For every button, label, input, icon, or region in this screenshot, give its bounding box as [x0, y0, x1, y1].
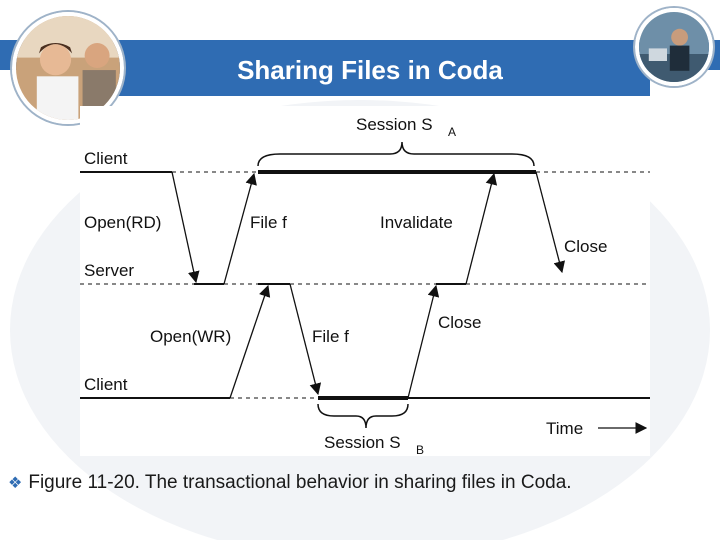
- session-a-subscript: A: [448, 125, 456, 139]
- msg-invalidate: Invalidate: [380, 213, 453, 232]
- figure-caption: ❖ Figure 11-20. The transactional behavio…: [8, 472, 720, 494]
- msg-close-2: Close: [438, 313, 481, 332]
- arrow-close-1: [535, 171, 566, 274]
- people-photo-image: [16, 16, 120, 120]
- msg-file-f-2: File f: [312, 327, 349, 346]
- lane-label-client-top: Client: [84, 149, 128, 168]
- session-b-subscript: B: [416, 443, 424, 456]
- msg-open-wr: Open(WR): [150, 327, 231, 346]
- msg-open-rd: Open(RD): [84, 213, 161, 232]
- arrow-file-f-2: [289, 283, 322, 396]
- office-photo-image: [639, 12, 709, 82]
- arrow-open-wr: [229, 284, 271, 399]
- lane-label-client-bottom: Client: [84, 375, 128, 394]
- session-b-label: Session S: [324, 433, 401, 452]
- diagram-svg: Session S A Client Server Client: [80, 115, 650, 456]
- diamond-bullet-icon: ❖: [8, 475, 23, 492]
- msg-close-1: Close: [564, 237, 607, 256]
- title-bar: Sharing Files in Coda: [70, 44, 650, 96]
- arrow-invalidate: [465, 172, 498, 285]
- arrow-open-rd: [171, 171, 200, 284]
- msg-file-f-1: File f: [250, 213, 287, 232]
- session-a-brace: [257, 141, 535, 167]
- arrow-file-f-1: [223, 172, 257, 285]
- photo-people-left: [12, 12, 124, 124]
- photo-people-right: [635, 8, 713, 86]
- session-b-brace: [317, 403, 409, 429]
- arrow-close-2: [407, 284, 440, 399]
- time-label: Time: [546, 419, 583, 438]
- page-title: Sharing Files in Coda: [237, 54, 503, 85]
- caption-text: Figure 11-20. The transactional behavior…: [28, 472, 572, 493]
- lane-label-server: Server: [84, 261, 134, 280]
- coda-diagram: Session S A Client Server Client: [80, 106, 650, 456]
- session-a-label: Session S: [356, 115, 433, 134]
